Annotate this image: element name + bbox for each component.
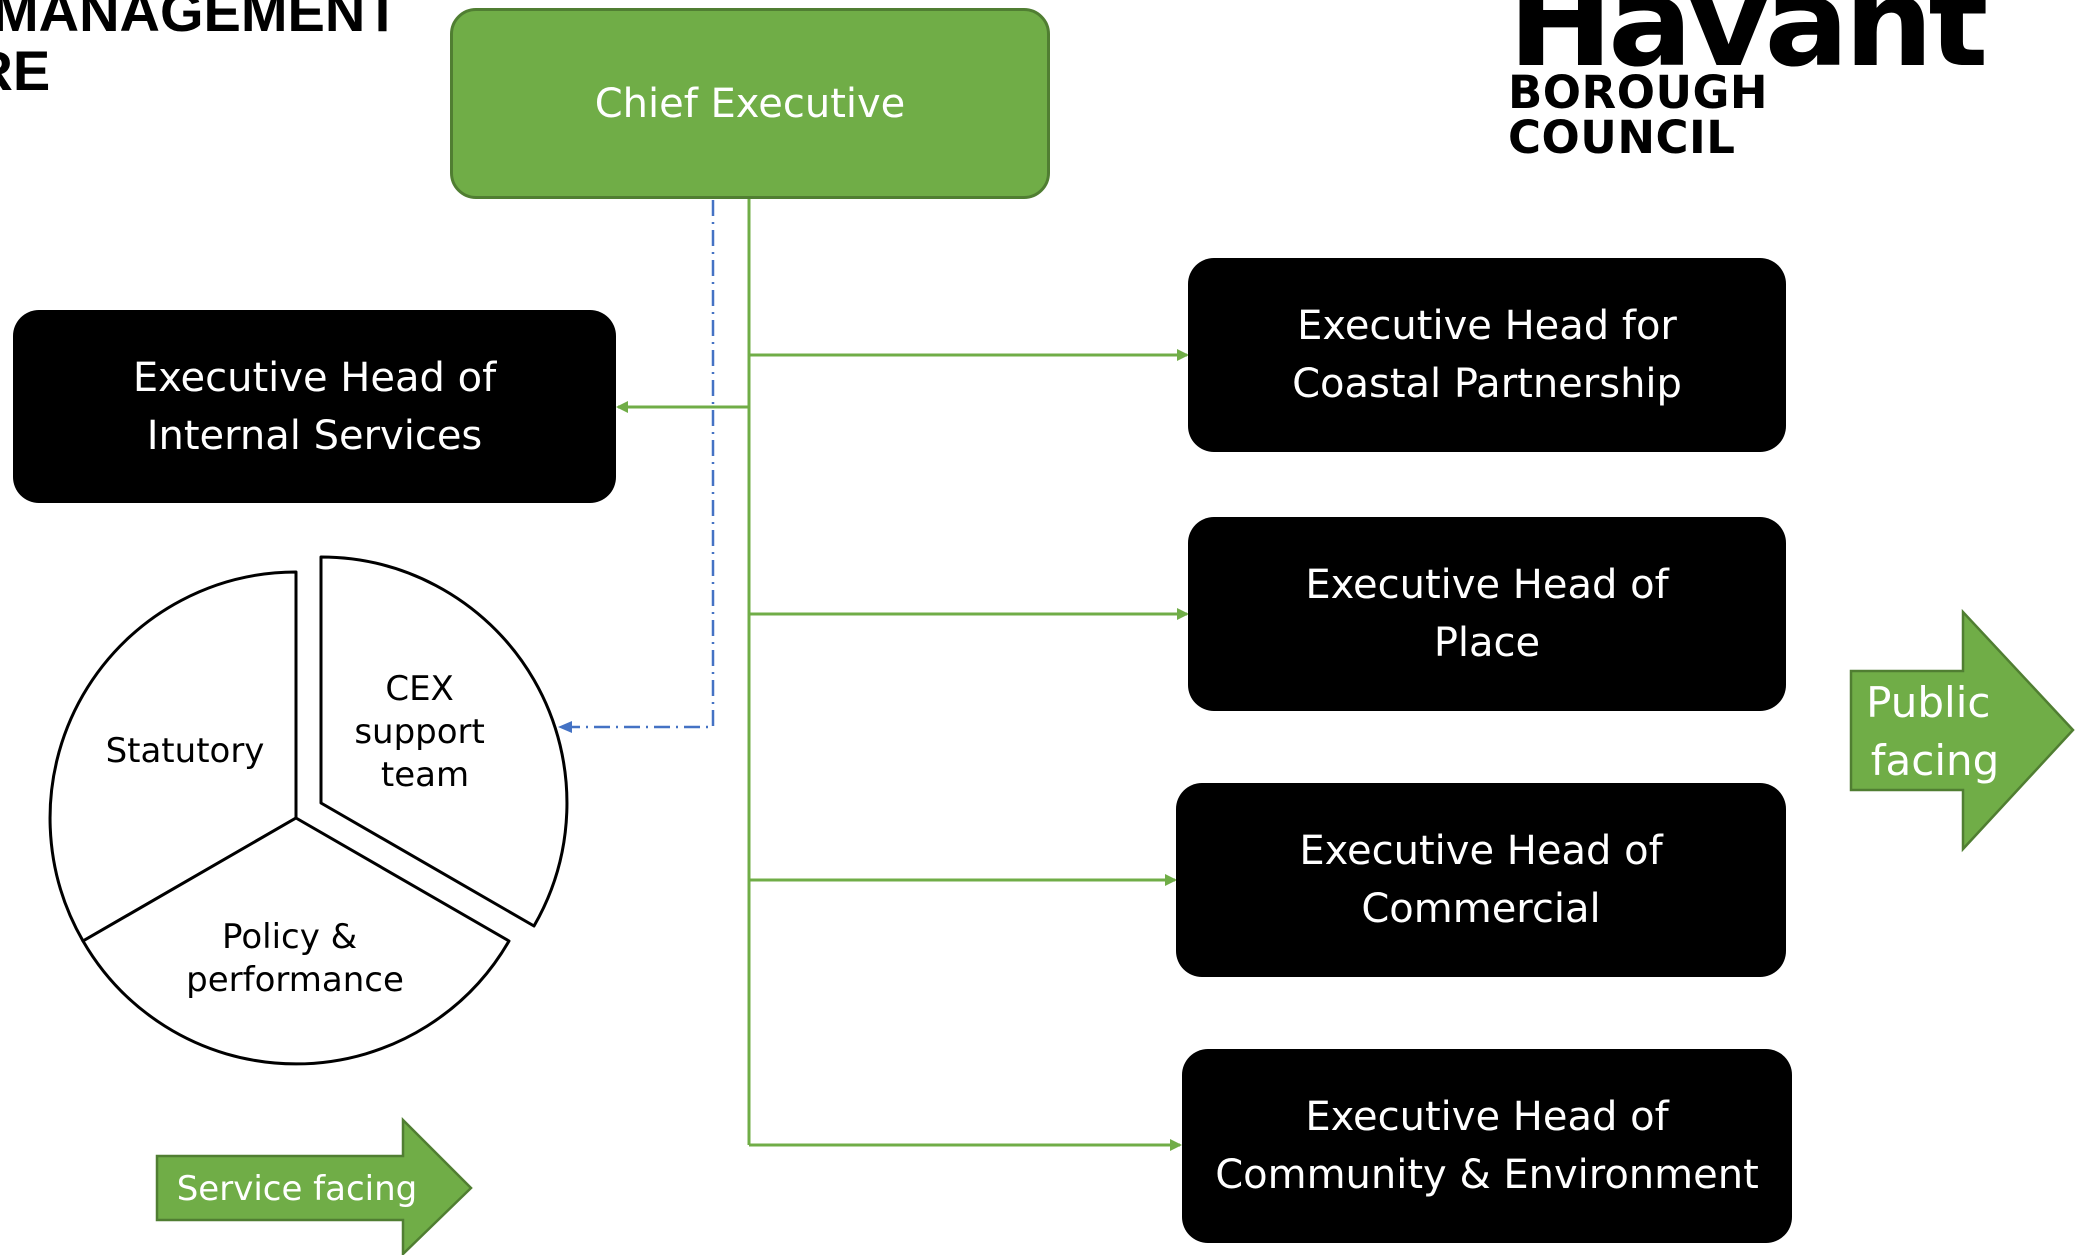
public-facing-label: Public facing [1866, 678, 2004, 785]
chief-executive-box: Chief Executive [450, 8, 1050, 199]
logo-subtitle: BOROUGH COUNCIL [1508, 66, 1769, 164]
logo-name: Havant [1508, 0, 1988, 94]
pie-segment-cex-support [319, 555, 569, 928]
coastal-partnership-label: Executive Head for Coastal Partnership [1292, 303, 1682, 407]
pie-label-statutory: Statutory [106, 731, 265, 771]
pie-label-policy-performance: Policy & performance [186, 917, 404, 1000]
exec-head-place-box: Executive Head of Place [1188, 517, 1786, 711]
support-functions-pie [48, 555, 569, 1066]
chief-executive-label: Chief Executive [594, 80, 906, 127]
havant-logo: Havant BOROUGH COUNCIL [1508, 0, 1988, 164]
title-line-1: MANAGEMENT [0, 0, 400, 43]
commercial-label: Executive Head of Commercial [1299, 828, 1663, 932]
exec-head-commercial-box: Executive Head of Commercial [1176, 783, 1786, 977]
public-facing-arrow [1849, 608, 2075, 853]
service-facing-arrow [155, 1116, 473, 1255]
service-facing-label: Service facing [177, 1169, 418, 1209]
page-title: MANAGEMENT URE [0, 0, 400, 101]
internal-services-label: Executive Head of Internal Services [132, 354, 497, 459]
place-label: Executive Head of Place [1305, 562, 1669, 666]
community-environment-label: Executive Head of Community & Environmen… [1215, 1094, 1759, 1198]
exec-head-internal-services-box: Executive Head of Internal Services [13, 310, 616, 503]
pie-label-cex-support: CEX support team [354, 669, 495, 795]
exec-head-coastal-partnership-box: Executive Head for Coastal Partnership [1188, 258, 1786, 452]
title-line-2: URE [0, 39, 51, 103]
pie-segment-statutory [48, 570, 298, 943]
pie-segment-policy-performance [81, 816, 511, 1066]
exec-head-community-environment-box: Executive Head of Community & Environmen… [1182, 1049, 1792, 1243]
